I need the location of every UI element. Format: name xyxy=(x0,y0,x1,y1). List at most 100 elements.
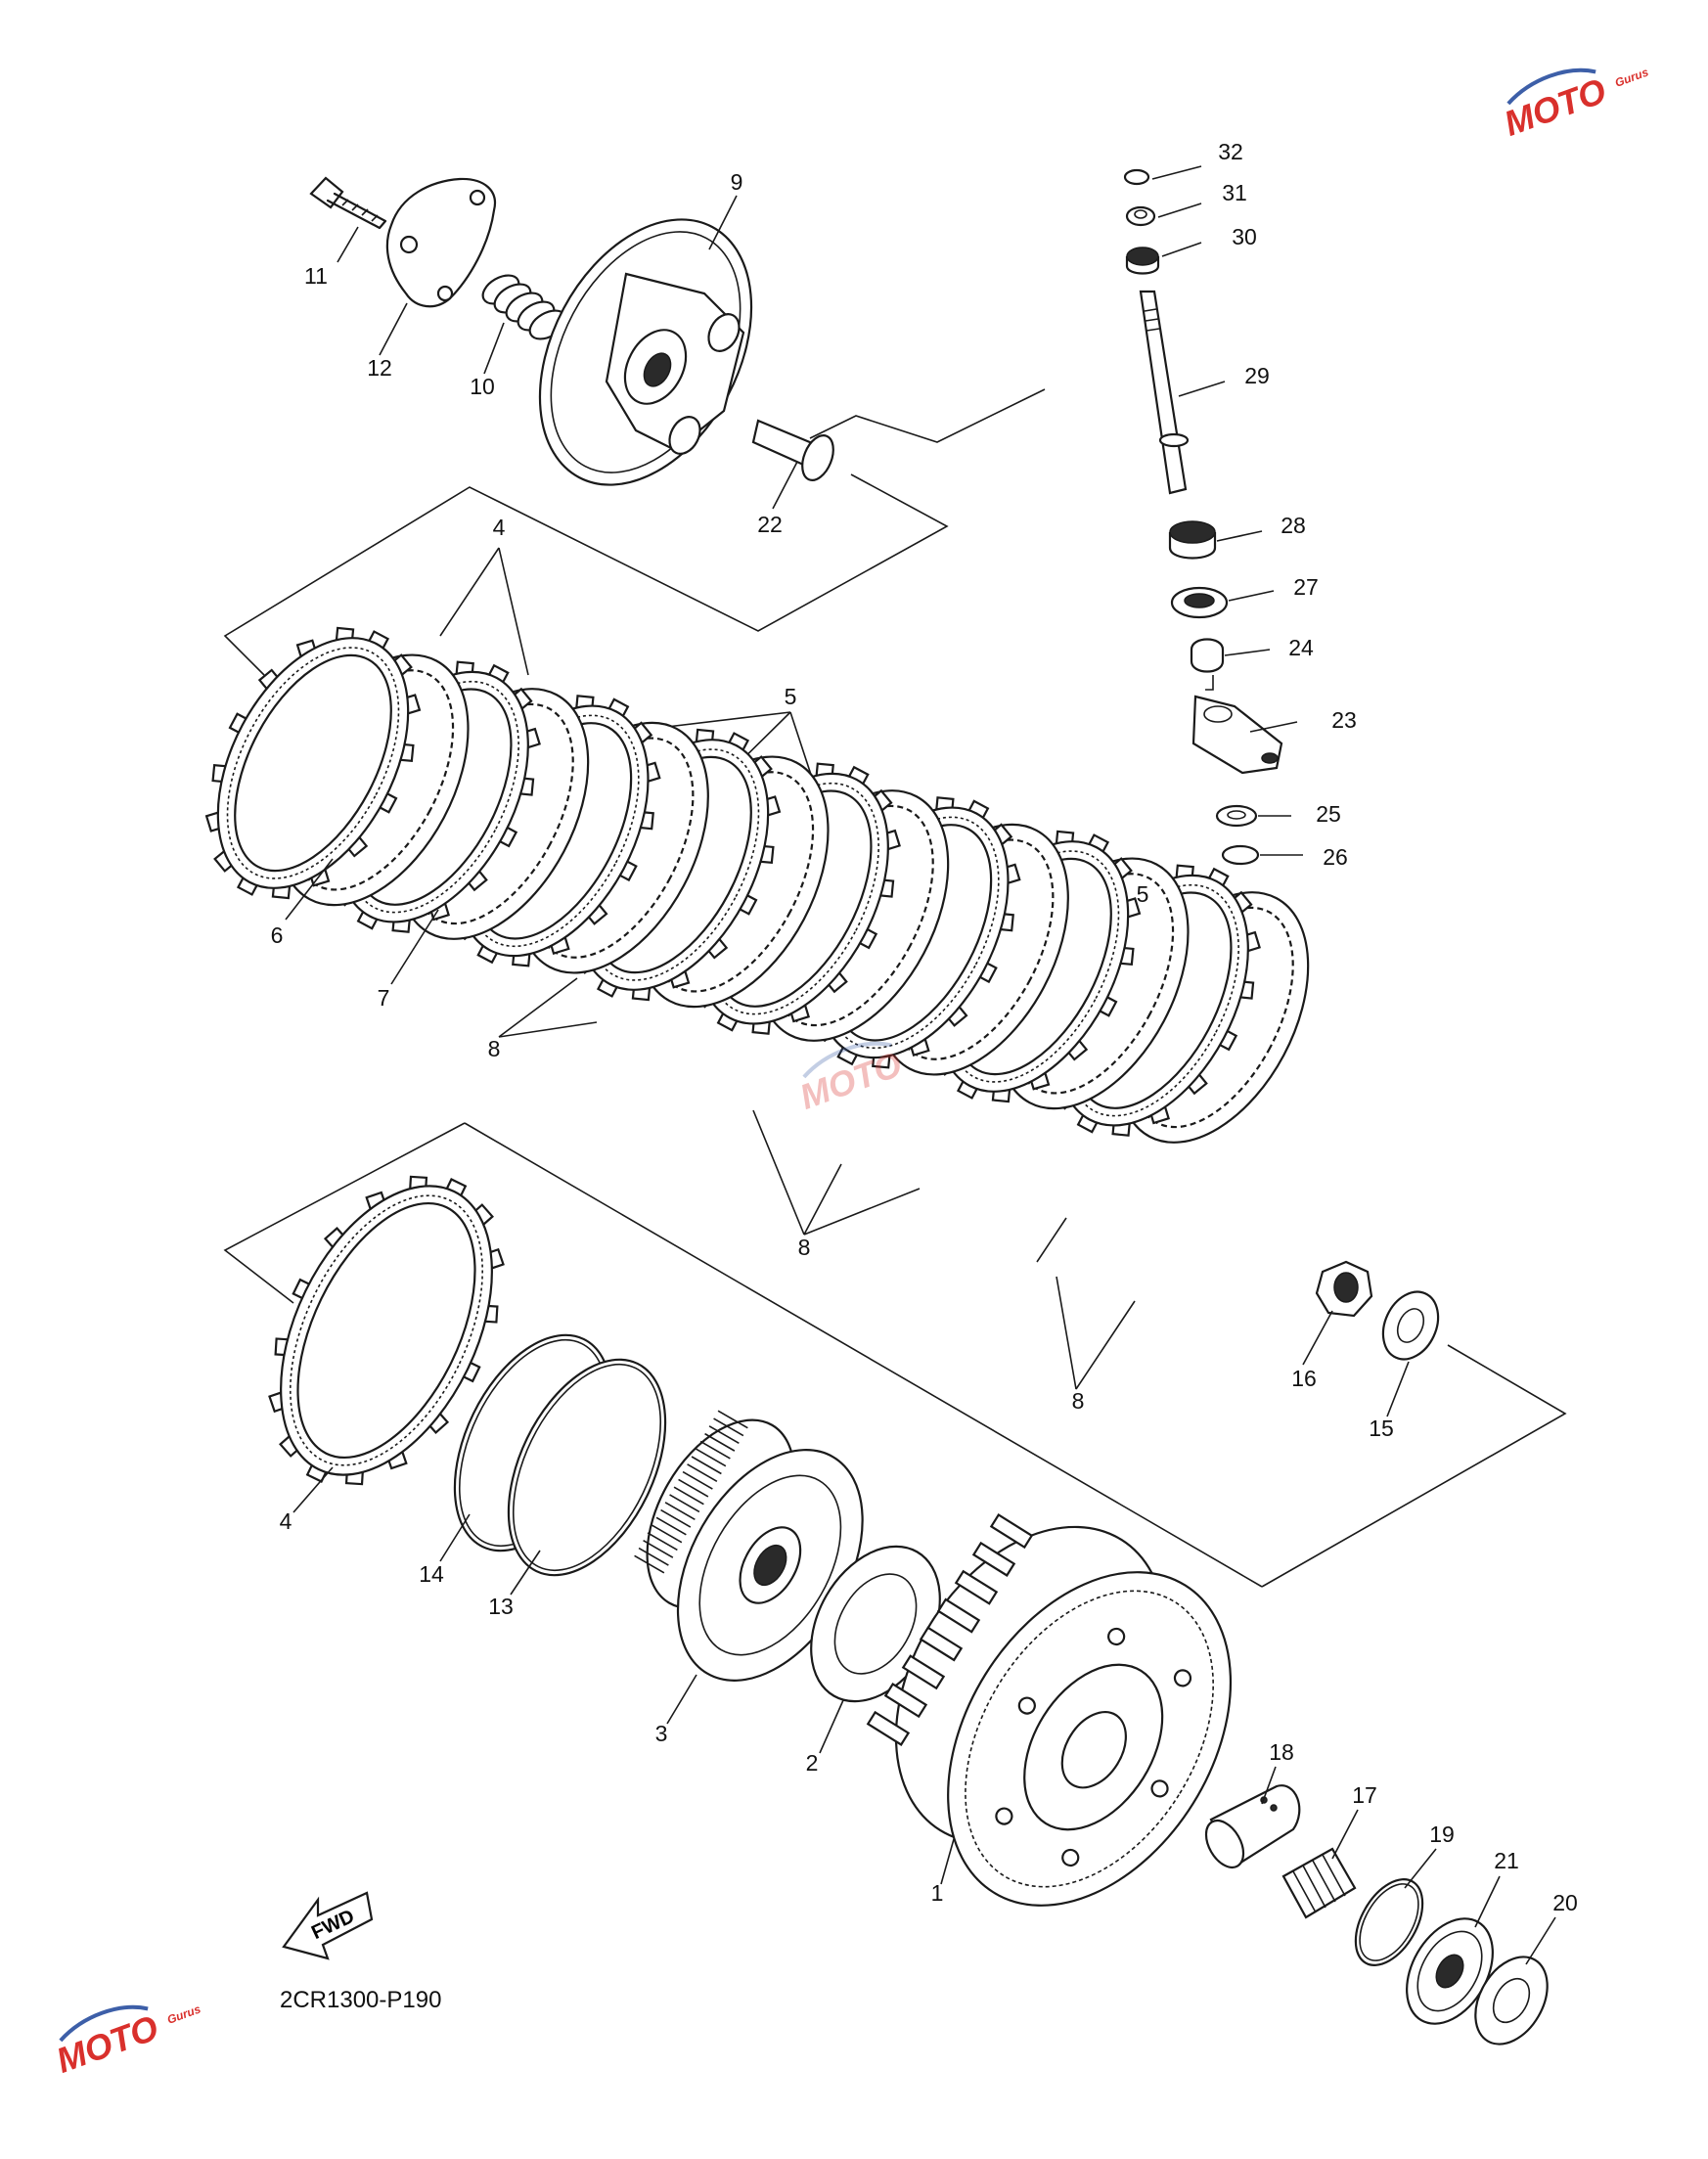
callout-26: 26 xyxy=(1323,844,1348,870)
callout-15: 15 xyxy=(1369,1416,1394,1441)
housing-slot xyxy=(883,1683,928,1719)
boss-spline xyxy=(717,1410,748,1429)
friction-plate-4 xyxy=(268,1175,505,1486)
boss-spline xyxy=(660,1508,692,1528)
washer-15 xyxy=(1381,1290,1440,1361)
housing-gear xyxy=(965,1590,1214,1888)
friction-plate xyxy=(204,626,422,900)
boss-spline xyxy=(696,1448,727,1467)
callout-1: 1 xyxy=(931,1880,944,1906)
clip-26 xyxy=(1221,844,1260,866)
housing-hole xyxy=(1150,1779,1169,1798)
watermark-logo-top: MOTO Gurus xyxy=(1499,65,1650,144)
boss-spline xyxy=(713,1417,744,1437)
lever-23 xyxy=(1191,695,1283,775)
nut-31 xyxy=(1125,205,1156,227)
callout-labels: 1 2 3 4 4 5 5 6 7 8 8 8 9 10 11 12 13 14… xyxy=(271,139,1578,1915)
housing-hole xyxy=(995,1807,1013,1825)
plate-friction xyxy=(290,1194,483,1466)
svg-text:MOTO: MOTO xyxy=(51,2007,163,2081)
bearing-28 xyxy=(1168,520,1217,560)
clutch-plate-stack xyxy=(204,626,1310,1144)
boss-spline xyxy=(678,1478,709,1498)
boss-spline xyxy=(652,1524,683,1544)
fwd-arrow-icon: FWD xyxy=(282,1891,374,1960)
circlip-32 xyxy=(1123,168,1150,186)
boss-spline xyxy=(708,1425,740,1445)
washer-20 xyxy=(1474,1956,1549,2046)
friction-plate xyxy=(268,1175,505,1486)
housing-slot xyxy=(936,1597,981,1634)
housing-hole xyxy=(1017,1696,1036,1715)
svg-text:Gurus: Gurus xyxy=(165,2002,202,2026)
needle-bearing-17 xyxy=(1281,1847,1357,1919)
callout-3: 3 xyxy=(655,1721,668,1746)
washer-25 xyxy=(1215,804,1258,828)
clutch-housing-1 xyxy=(866,1513,1233,1907)
housing-hole xyxy=(1173,1669,1192,1687)
nut-16 xyxy=(1315,1260,1373,1318)
boss-spline xyxy=(669,1494,700,1513)
housing-slot xyxy=(919,1626,964,1662)
boss-bore xyxy=(753,1544,787,1587)
housing-slot xyxy=(971,1541,1016,1577)
boss-spline xyxy=(664,1502,696,1520)
svg-text:Gurus: Gurus xyxy=(1613,65,1650,89)
housing-slot xyxy=(866,1710,911,1746)
seal-30 xyxy=(1125,247,1160,275)
boss-spline xyxy=(634,1554,665,1574)
boss-spline xyxy=(704,1432,736,1452)
callout-6: 6 xyxy=(271,922,284,948)
callout-29: 29 xyxy=(1244,363,1270,388)
callout-8a: 8 xyxy=(488,1036,501,1061)
spring-10 xyxy=(481,274,567,340)
oring-19 xyxy=(1354,1878,1424,1966)
callout-23: 23 xyxy=(1331,707,1357,733)
callout-21: 21 xyxy=(1494,1848,1519,1873)
boss-spline xyxy=(655,1516,687,1536)
callout-20: 20 xyxy=(1552,1890,1578,1915)
callout-24: 24 xyxy=(1288,635,1314,660)
plate-12 xyxy=(385,177,497,308)
boss-spline xyxy=(673,1486,704,1506)
boss-spline xyxy=(699,1440,731,1460)
callout-8b: 8 xyxy=(798,1235,811,1260)
watermark-logo-bottom: MOTO Gurus xyxy=(51,2002,202,2081)
boss-spline xyxy=(682,1470,713,1490)
callout-2: 2 xyxy=(806,1750,819,1776)
callout-32: 32 xyxy=(1218,139,1243,164)
callout-11: 11 xyxy=(304,263,328,289)
boss-spline xyxy=(643,1540,674,1558)
housing-hub xyxy=(1060,1711,1127,1789)
push-rod-22 xyxy=(751,419,834,481)
drawing-code: 2CR1300-P190 xyxy=(280,1987,441,2013)
housing-hole xyxy=(1107,1627,1126,1646)
shaft-29 xyxy=(1139,290,1190,495)
callout-22: 22 xyxy=(757,512,783,537)
housing-slot xyxy=(901,1654,946,1690)
callout-19: 19 xyxy=(1429,1822,1455,1847)
callout-28: 28 xyxy=(1281,513,1306,538)
boss-spline xyxy=(687,1463,718,1482)
callout-27: 27 xyxy=(1293,574,1319,600)
plate-inner xyxy=(296,1201,476,1460)
callout-17: 17 xyxy=(1352,1782,1377,1808)
ring-13 xyxy=(507,1358,667,1577)
boss-spline xyxy=(647,1532,678,1552)
seal-27 xyxy=(1170,586,1229,619)
callout-31: 31 xyxy=(1222,180,1247,205)
callout-4a: 4 xyxy=(493,515,506,540)
housing-hole xyxy=(1061,1848,1080,1867)
callout-4b: 4 xyxy=(280,1508,292,1534)
callout-14: 14 xyxy=(419,1561,444,1587)
callout-30: 30 xyxy=(1232,224,1257,249)
callout-5a: 5 xyxy=(785,684,797,709)
callout-25: 25 xyxy=(1316,801,1341,827)
svg-text:MOTO: MOTO xyxy=(1499,70,1611,144)
callout-13: 13 xyxy=(488,1594,514,1619)
housing-slot xyxy=(954,1569,999,1605)
boss-spline xyxy=(638,1547,669,1566)
callout-9: 9 xyxy=(731,169,743,195)
callout-8c: 8 xyxy=(1072,1388,1085,1414)
